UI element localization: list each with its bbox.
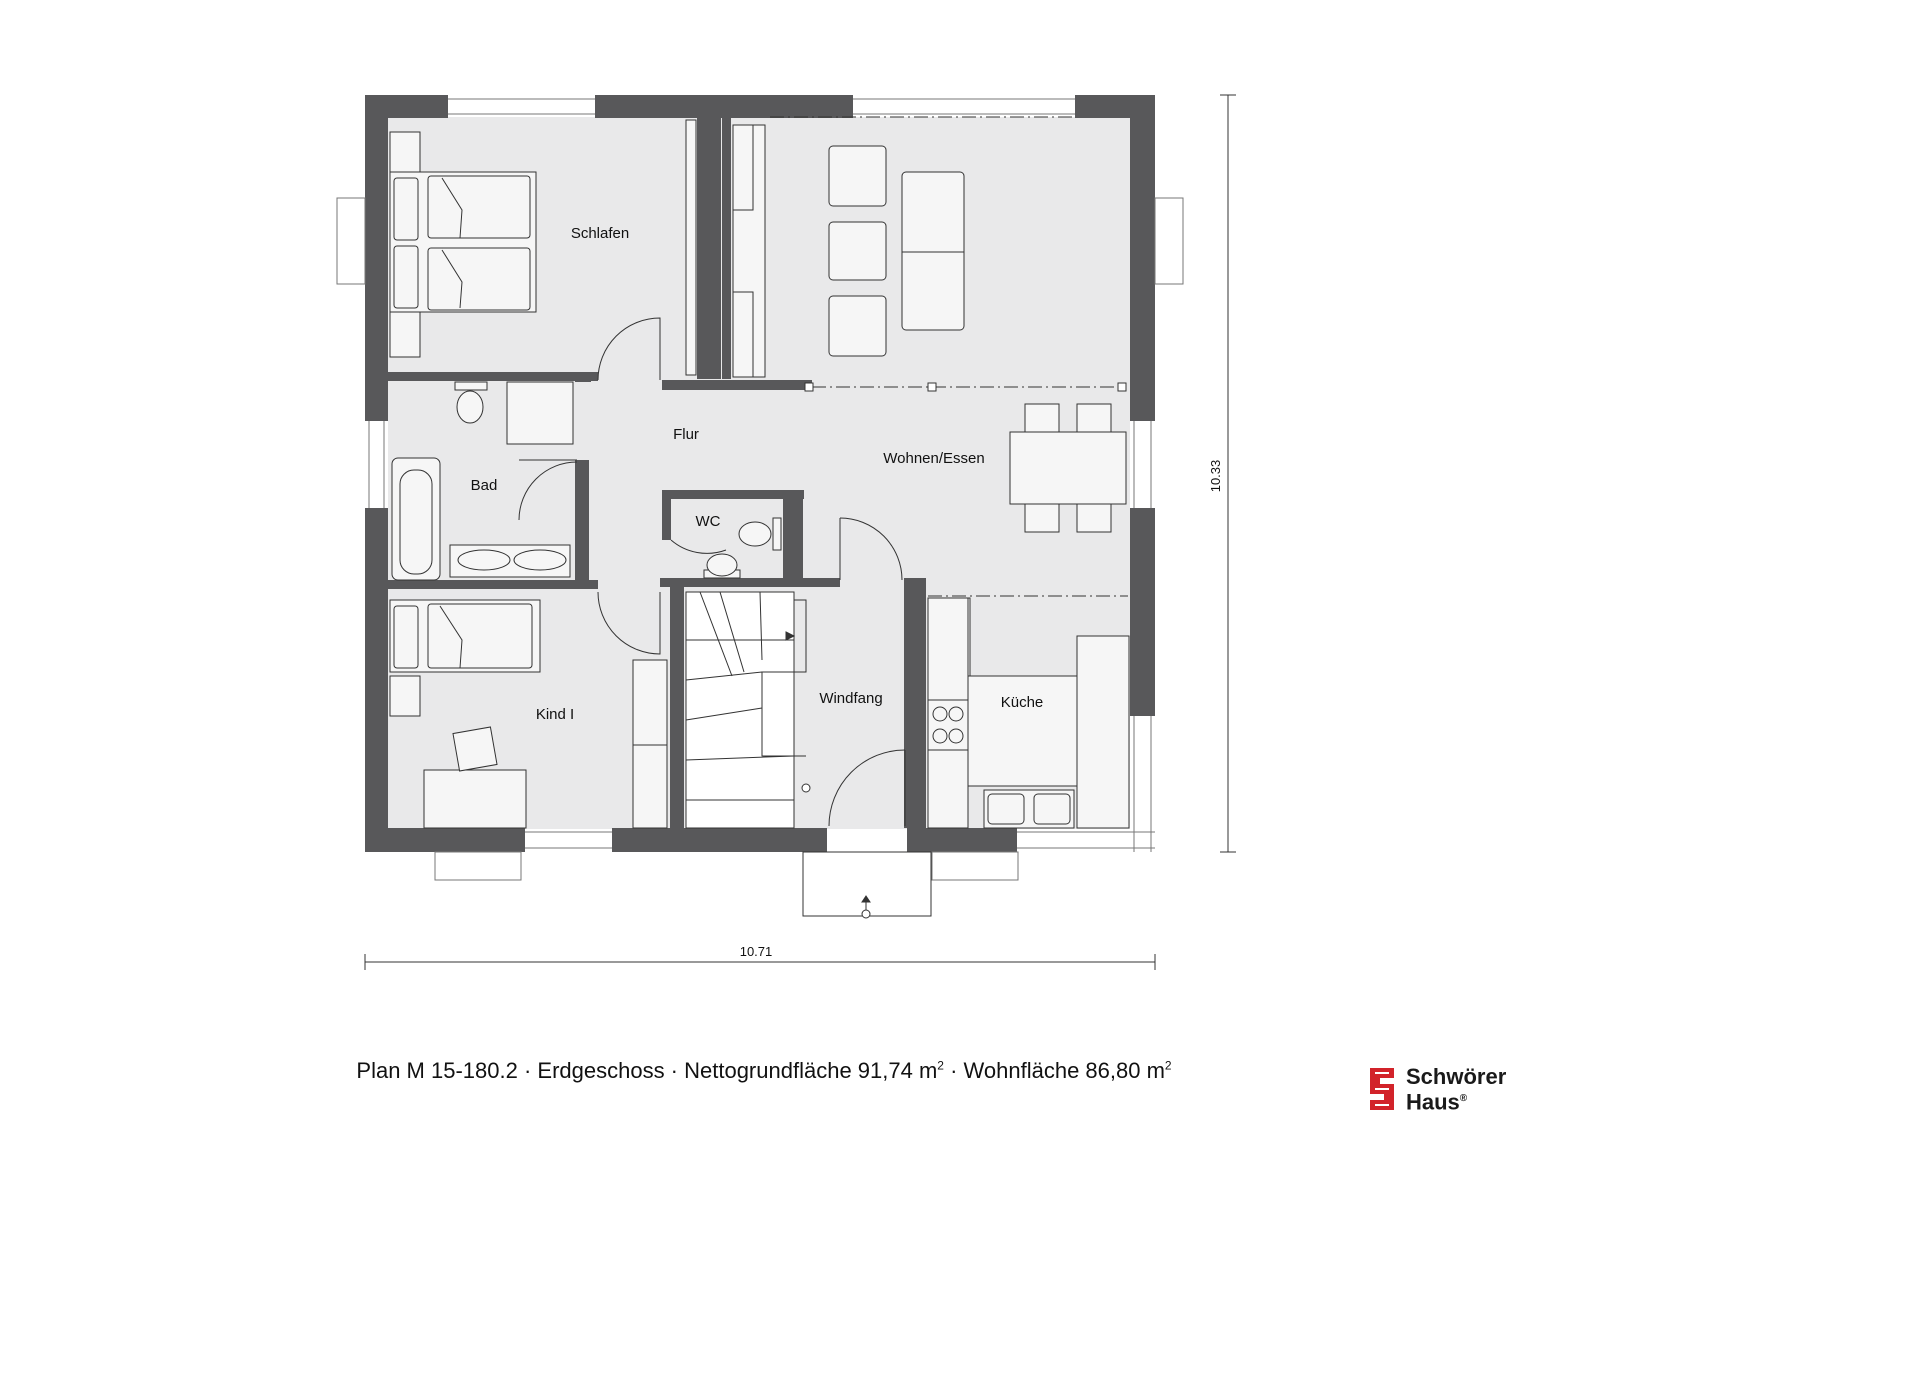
dimension-depth	[1220, 94, 1236, 853]
furniture-living	[828, 145, 1127, 533]
dimension-depth-label: 10.33	[1208, 460, 1223, 493]
furniture-wardrobe	[732, 124, 766, 378]
dimension-width	[364, 954, 1156, 970]
exterior-walls	[365, 95, 1155, 852]
windows	[336, 98, 1184, 881]
room-label-wohnen-essen: Wohnen/Essen	[883, 450, 984, 467]
furniture-bad	[391, 381, 574, 581]
floor-plan: Schlafen Flur Wohnen/Essen Bad WC Kind I…	[336, 94, 1236, 970]
room-label-wc: WC	[696, 513, 721, 530]
logo-line-1: Schwörer	[1406, 1064, 1507, 1089]
furniture-schlafen	[389, 119, 697, 376]
logo-s-icon	[1370, 1068, 1394, 1110]
staircase	[685, 591, 811, 829]
furniture-wc	[703, 517, 782, 579]
room-division-lines	[770, 116, 1128, 597]
caption-sup-1: 2	[937, 1058, 944, 1073]
room-label-kueche: Küche	[1001, 694, 1044, 711]
room-label-flur: Flur	[673, 426, 699, 443]
plan-caption: Plan M 15-180.2 · Erdgeschoss · Nettogru…	[0, 1058, 1528, 1084]
room-label-schlafen: Schlafen	[571, 225, 629, 242]
dimension-width-label: 10.71	[740, 944, 773, 959]
furniture-kitchen	[927, 597, 1130, 829]
caption-text-1: Plan M 15-180.2 · Erdgeschoss · Nettogru…	[356, 1058, 938, 1083]
schwoerer-haus-logo: Schwörer Haus®	[1366, 1066, 1541, 1114]
room-label-windfang: Windfang	[819, 690, 882, 707]
furniture-kind	[389, 599, 668, 829]
room-label-kind: Kind I	[536, 706, 574, 723]
doors	[518, 317, 906, 827]
logo-line-2: Haus®	[1406, 1089, 1468, 1115]
column-markers	[804, 382, 1127, 392]
caption-text-2: · Wohnfläche 86,80 m	[943, 1058, 1165, 1083]
room-label-bad: Bad	[471, 477, 498, 494]
caption-sup-2: 2	[1164, 1058, 1172, 1073]
logo-wordmark: Schwörer Haus®	[1406, 1066, 1506, 1113]
entrance-steps	[802, 851, 932, 919]
interior-walls	[388, 117, 926, 828]
